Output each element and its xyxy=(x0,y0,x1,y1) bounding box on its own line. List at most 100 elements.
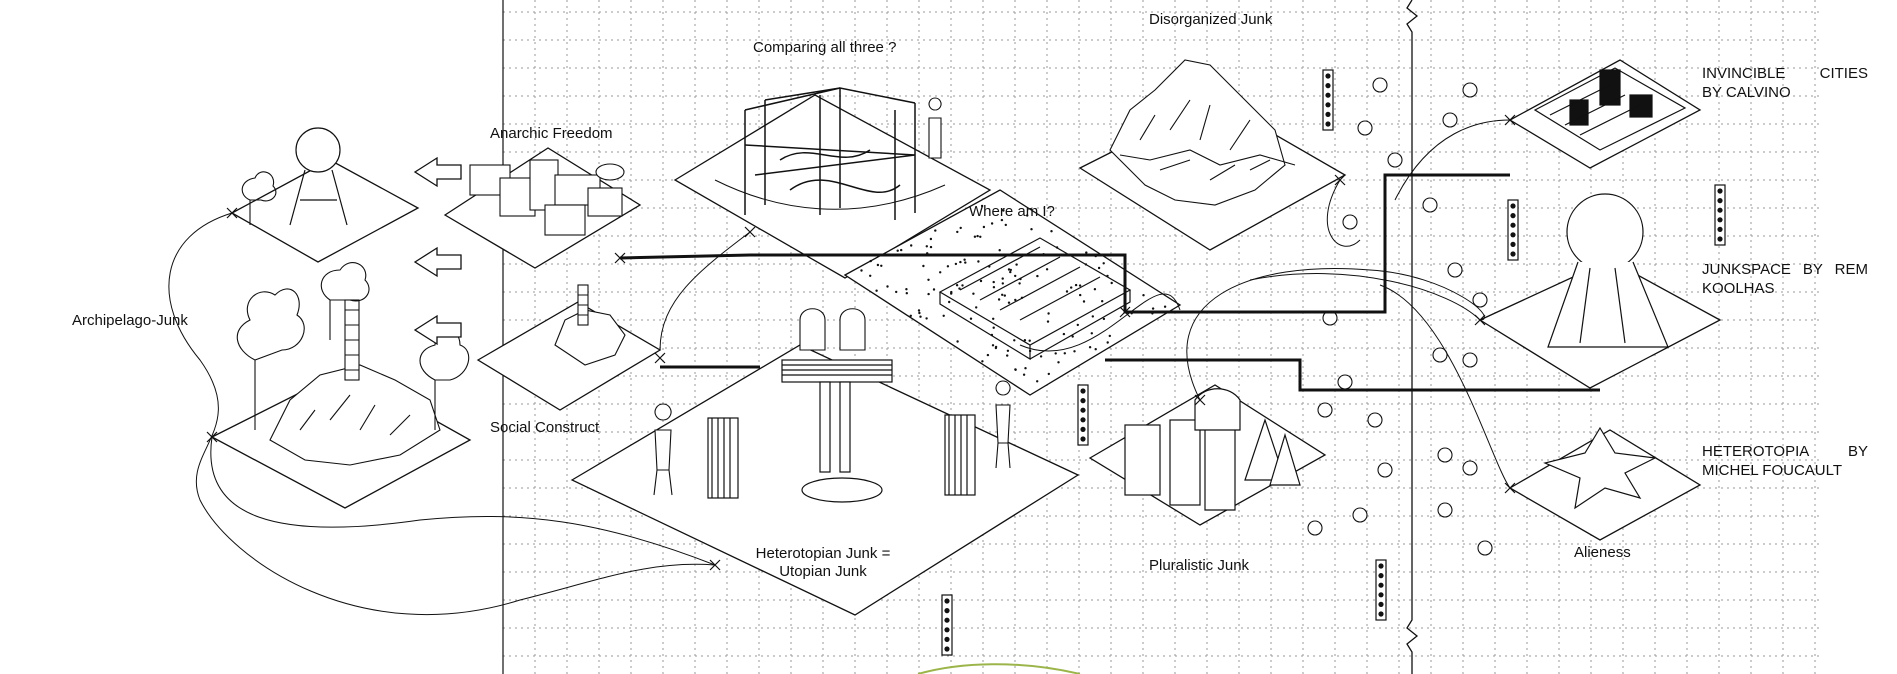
node-markers xyxy=(206,114,1516,571)
node-cross xyxy=(1119,306,1131,318)
gravel-dot xyxy=(1142,294,1145,297)
label-heterotopian-line2: Utopian Junk xyxy=(779,563,867,580)
reference-calvino-line2: BY CALVINO xyxy=(1702,84,1791,101)
arrow-3 xyxy=(413,314,462,346)
cluster-disorganized xyxy=(1109,59,1296,206)
gravel-dot xyxy=(992,317,995,320)
gravel-dot xyxy=(1009,268,1012,272)
gravel-dot xyxy=(1106,274,1109,278)
gravel-dot xyxy=(1014,368,1017,371)
gravel-dot xyxy=(1014,298,1017,302)
gravel-dot xyxy=(1050,230,1053,233)
gravel-dot xyxy=(905,292,908,295)
globe-structure xyxy=(289,127,348,226)
gravel-dot xyxy=(969,317,973,320)
label-pluralistic: Pluralistic Junk xyxy=(1149,557,1250,574)
gravel-dot xyxy=(932,288,936,291)
gravel-dot xyxy=(1070,286,1073,289)
gravel-dot xyxy=(992,326,995,329)
platform-comparing xyxy=(673,94,992,279)
curved-links xyxy=(168,119,1511,616)
small-circles xyxy=(1307,77,1493,556)
gravel-dot xyxy=(1055,246,1059,249)
gravel-dot xyxy=(886,285,889,288)
reference-calvino-line1: INVINCIBLE CITIES xyxy=(1702,65,1868,82)
gravel-dot xyxy=(998,249,1001,252)
gravel-dot xyxy=(1024,367,1027,370)
gravel-dot xyxy=(1023,339,1027,342)
gravel-dot xyxy=(1014,274,1017,278)
bead-marker xyxy=(1322,69,1334,131)
node-cross xyxy=(226,207,238,219)
gravel-dot xyxy=(1094,348,1097,351)
accent-arc xyxy=(917,663,1081,674)
gravel-dot xyxy=(925,317,928,320)
gravel-dot xyxy=(1045,268,1049,271)
gravel-dot xyxy=(959,226,962,230)
gravel-dot xyxy=(934,229,937,232)
gravel-dot xyxy=(876,263,880,267)
gravel-dot xyxy=(1001,282,1004,285)
gravel-dot xyxy=(1013,339,1016,342)
gravel-dot xyxy=(992,280,995,284)
gravel-dot xyxy=(1101,300,1104,303)
gravel-dot xyxy=(1076,323,1080,327)
person-2 xyxy=(995,380,1011,469)
gravel-dot xyxy=(950,290,953,294)
gravel-dot xyxy=(1078,284,1082,287)
cluster-archipelago xyxy=(269,299,441,466)
gravel-dot xyxy=(1090,332,1094,335)
gravel-dot xyxy=(910,244,913,247)
gravel-dot xyxy=(1102,317,1106,321)
bead-marker xyxy=(1375,559,1387,621)
gravel-dot xyxy=(942,314,945,317)
gravel-dot xyxy=(973,235,977,238)
bead-marker xyxy=(941,594,953,656)
gravel-dot xyxy=(1015,263,1018,266)
gravel-dot xyxy=(925,245,928,248)
tree-3 xyxy=(320,262,370,340)
gravel-dot xyxy=(1000,218,1004,222)
pluralistic-towers xyxy=(1124,388,1301,511)
tree-1 xyxy=(236,288,305,430)
gravel-dot xyxy=(1057,361,1060,364)
reference-foucault-line1: HETEROTOPIA BY xyxy=(1702,443,1868,460)
gravel-dot xyxy=(1018,282,1021,285)
gravel-dot xyxy=(958,287,961,290)
frame-structure xyxy=(714,87,946,220)
gravel-dot xyxy=(1009,270,1012,274)
gravel-dot xyxy=(929,245,933,249)
arrow-1 xyxy=(413,156,462,188)
node-cross xyxy=(1474,314,1486,326)
gravel-dot xyxy=(1047,312,1050,315)
gravel-dot xyxy=(1091,315,1095,318)
gravel-dot xyxy=(1062,332,1066,336)
gravel-dot xyxy=(1110,281,1113,285)
person-3 xyxy=(928,97,942,159)
gravel-dot xyxy=(1082,300,1086,303)
reference-koolhaas-line2: KOOLHAS xyxy=(1702,280,1775,297)
gravel-dot xyxy=(954,262,958,266)
label-archipelago: Archipelago-Junk xyxy=(72,312,188,329)
calvino-blocks xyxy=(1533,67,1687,151)
person-1 xyxy=(653,403,673,496)
heterotopian-structures xyxy=(707,359,976,503)
gravel-dot xyxy=(860,269,863,272)
gravel-dot xyxy=(1028,349,1032,353)
gravel-dot xyxy=(927,292,930,296)
gravel-dot xyxy=(922,264,925,268)
gravel-dot xyxy=(1047,372,1051,376)
label-social: Social Construct xyxy=(490,419,600,436)
gravel-dot xyxy=(997,298,1001,301)
gravel-dot xyxy=(986,353,990,357)
gravel-dot xyxy=(979,235,982,238)
person-4 xyxy=(799,308,866,351)
gravel-dot xyxy=(895,290,898,294)
gravel-dot xyxy=(1030,228,1033,231)
gravel-dot xyxy=(900,248,903,252)
gravel-dot xyxy=(1046,320,1050,323)
koolhaas-globe xyxy=(1547,193,1669,348)
label-where: Where am I? xyxy=(969,203,1055,220)
bead-marker xyxy=(1077,384,1089,446)
